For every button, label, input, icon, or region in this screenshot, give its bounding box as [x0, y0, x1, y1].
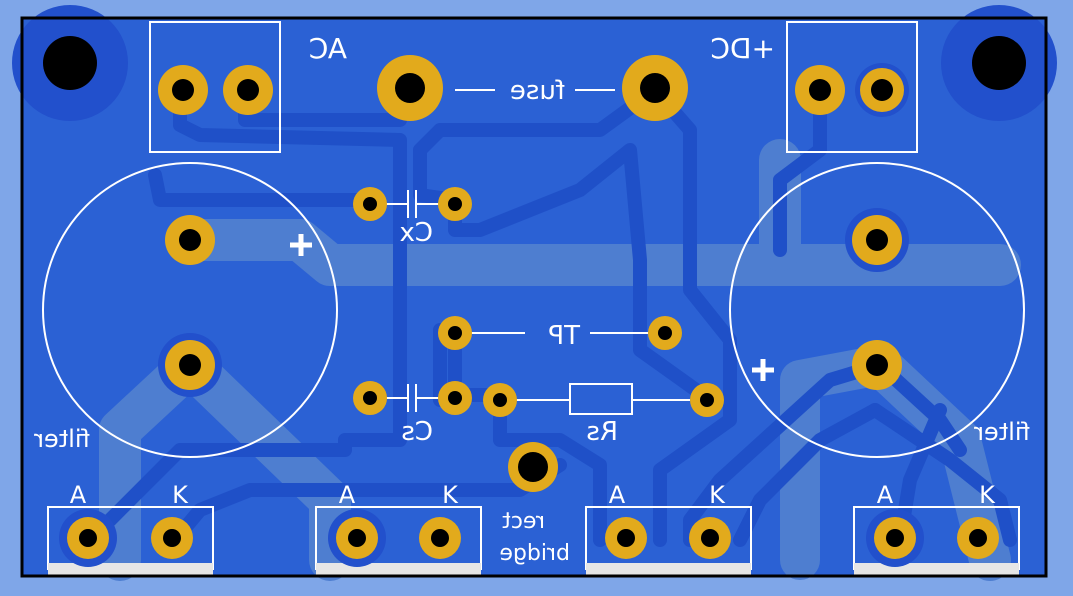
- filter-capacitors: [42, 162, 1025, 458]
- diode-pin-labels: A K A K A K A K: [70, 481, 996, 509]
- cx-label: Cx: [399, 218, 433, 248]
- cathode-label: K: [709, 481, 726, 509]
- dc-plus-label: +DC: [710, 32, 775, 65]
- anode-label: A: [70, 481, 87, 509]
- filter-right-label: filter: [974, 418, 1030, 446]
- anode-label: A: [609, 481, 626, 509]
- pads: [59, 55, 999, 567]
- cathode-label: K: [172, 481, 189, 509]
- mounting-hole-drill: [43, 36, 97, 90]
- rs-label: Rs: [586, 417, 618, 447]
- ac-label: AC: [309, 32, 347, 65]
- rect-label: rect: [502, 509, 545, 534]
- cathode-label: K: [442, 481, 459, 509]
- polarity-marks: [290, 234, 774, 381]
- electrolytic-capacitor-icon: [42, 162, 338, 458]
- electrolytic-capacitor-icon: [729, 162, 1025, 458]
- silk-symbols: [385, 89, 690, 415]
- connector-outlines: [47, 21, 1020, 570]
- anode-label: A: [877, 481, 894, 509]
- mounting-holes: [12, 5, 1057, 121]
- tp-label: TP: [548, 321, 581, 351]
- filter-left-label: filter: [34, 425, 90, 453]
- anode-label: A: [339, 481, 356, 509]
- silk-labels: AC +DC fuse Cx TP Cs Rs filter filter re…: [34, 32, 1030, 566]
- bridge-label: bridge: [499, 541, 570, 566]
- mounting-hole-drill: [972, 36, 1026, 90]
- cathode-label: K: [979, 481, 996, 509]
- cs-label: Cs: [401, 417, 433, 447]
- fuse-label: fuse: [510, 76, 565, 106]
- board-outline: [20, 16, 1048, 578]
